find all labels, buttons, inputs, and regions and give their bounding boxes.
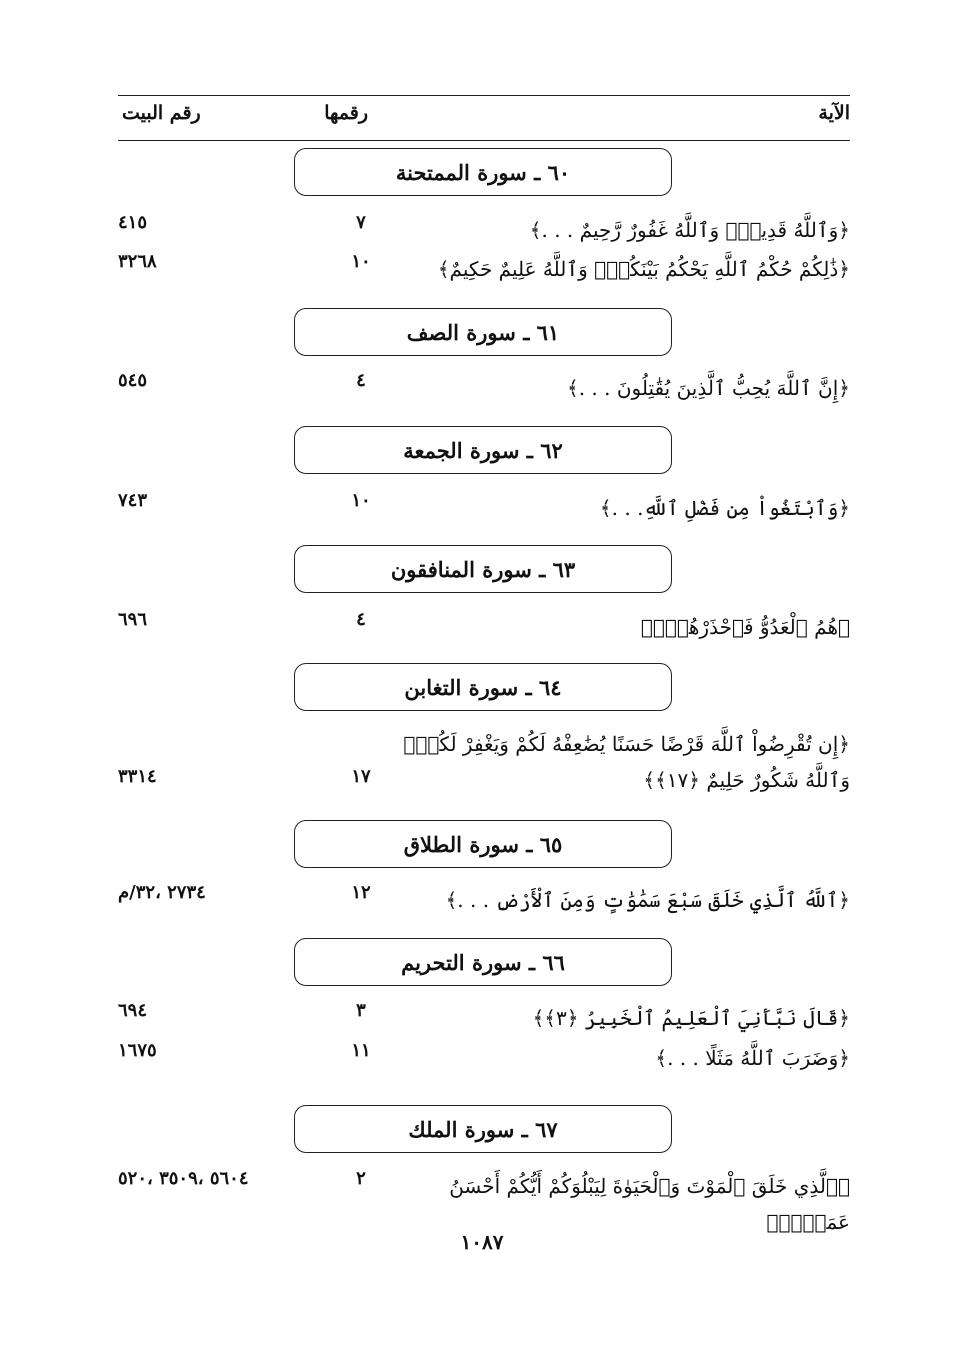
house-number: ٥٦٠٤ ،٣٥٠٩ ،٥٢٠ xyxy=(118,1168,249,1189)
verse-number: ١٠ xyxy=(351,490,371,511)
verse-number: ٧ xyxy=(356,212,366,233)
verse-text: ﴿وَٱبْتَغُواْ مِن فَضْلِ ٱللَّهِ. . .﴾ xyxy=(599,496,850,520)
verse-text: ﴿إِنَّ ٱللَّهَ يُحِبُّ ٱلَّذِينَ يُقَٰتِ… xyxy=(567,376,850,400)
house-number: ٦٩٦ xyxy=(118,609,148,630)
verse-text: ﴿هُمُ ٱلْعَدُوُّ فَٱحْذَرْهُمْۚ﴾ xyxy=(640,615,850,639)
house-number: ٣٣١٤ xyxy=(118,766,157,787)
surah-heading: ٦٧ ـ سورة الملك xyxy=(294,1105,672,1153)
header-house-number: رقم البيت xyxy=(122,102,201,124)
verse-number: ١٧ xyxy=(351,766,371,787)
verse-number: ٤ xyxy=(356,609,366,630)
page-number: ١٠٨٧ xyxy=(460,1230,504,1254)
verse-text: ﴿ذَٰلِكُمْ حُكْمُ ٱللَّهِ يَحْكُمُ بَيْن… xyxy=(437,257,850,281)
verse-text: ﴿ٱلَّذِي خَلَقَ ٱلْمَوْتَ وَٱلْحَيَوٰةَ … xyxy=(449,1174,850,1234)
house-number: ٤١٥ xyxy=(118,212,148,233)
house-number: ٢٧٣٤ ،٣٢/م xyxy=(118,882,206,903)
house-number: ١٦٧٥ xyxy=(118,1040,157,1061)
surah-heading: ٦٦ ـ سورة التحريم xyxy=(294,938,672,986)
verse-number: ٣ xyxy=(356,1000,366,1021)
verse-text: ﴿وَضَرَبَ ٱللَّهُ مَثَلًا . . .﴾ xyxy=(655,1046,850,1070)
surah-heading: ٦٢ ـ سورة الجمعة xyxy=(294,426,672,474)
header-verse: الآية xyxy=(818,102,850,124)
verse-number: ١٠ xyxy=(351,251,371,272)
verse-number: ١٢ xyxy=(351,882,371,903)
table-header: الآية رقمها رقم البيت xyxy=(118,95,850,141)
verse-text: ﴿ٱللَّهُ ٱلَّذِي خَلَقَ سَبْعَ سَمَٰوَٰت… xyxy=(445,888,850,912)
surah-heading: ٦١ ـ سورة الصف xyxy=(294,308,672,356)
verse-number: ٢ xyxy=(356,1168,366,1189)
house-number: ٣٢٦٨ xyxy=(118,251,157,272)
surah-heading: ٦٤ ـ سورة التغابن xyxy=(294,663,672,711)
verse-text: ﴿إِن تُقْرِضُواْ ٱللَّهَ قَرْضًا حَسَنًا… xyxy=(403,732,850,792)
surah-heading: ٦٣ ـ سورة المنافقون xyxy=(294,545,672,593)
verse-text: ﴿وَٱللَّهُ قَدِيرٌۚ وَٱللَّهُ غَفُورٌ رَ… xyxy=(529,218,850,242)
house-number: ٧٤٣ xyxy=(118,490,148,511)
verse-number: ١١ xyxy=(351,1040,371,1061)
surah-heading: ٦٥ ـ سورة الطلاق xyxy=(294,820,672,868)
house-number: ٥٤٥ xyxy=(118,370,148,391)
verse-text: ﴿قَالَ نَبَّأَنِيَ ٱلْعَلِيمُ ٱلْخَبِيرُ… xyxy=(532,1006,850,1030)
house-number: ٦٩٤ xyxy=(118,1000,148,1021)
verse-number: ٤ xyxy=(356,370,366,391)
surah-heading: ٦٠ ـ سورة الممتحنة xyxy=(294,148,672,196)
header-verse-number: رقمها xyxy=(324,102,368,124)
